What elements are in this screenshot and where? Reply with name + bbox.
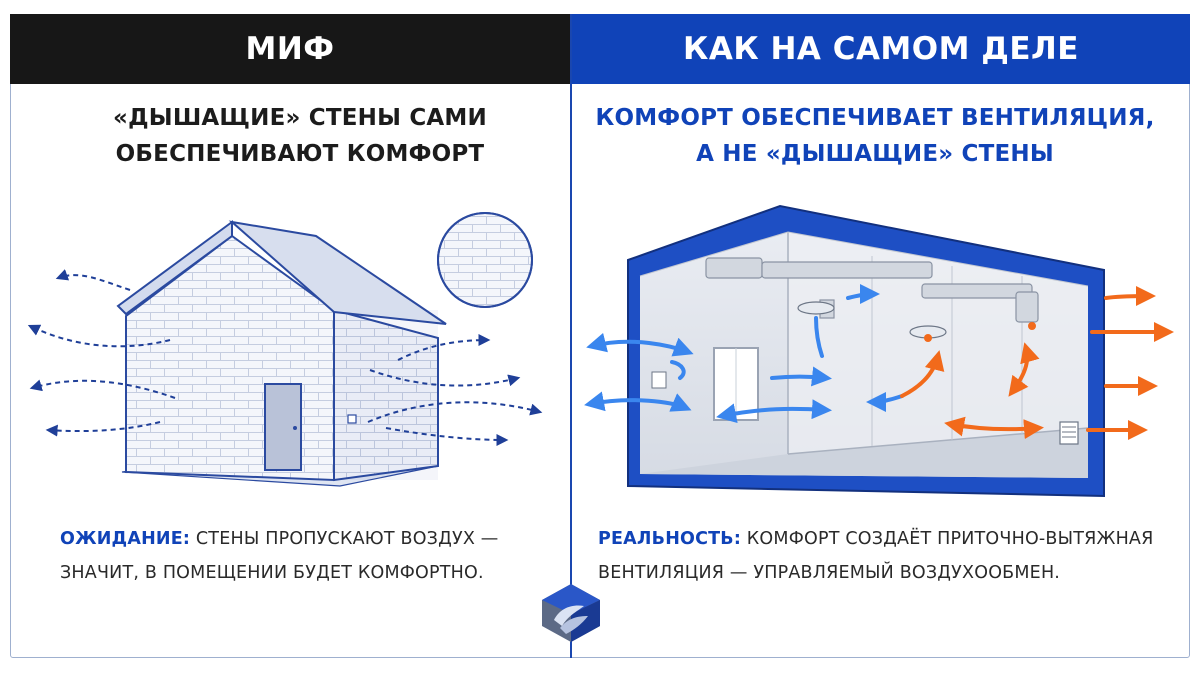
- myth-claim-line: ОБЕСПЕЧИВАЮТ КОМФОРТ: [115, 141, 485, 167]
- myth-header-text: МИФ: [245, 31, 335, 67]
- reality-note: РЕАЛЬНОСТЬ: КОМФОРТ СОЗДАЁТ ПРИТОЧНО-ВЫТ…: [598, 522, 1158, 590]
- myth-note-text: СТЕНЫ ПРОПУСКАЮТ ВОЗДУХ — ЗНАЧИТ, В ПОМЕ…: [60, 529, 499, 583]
- reality-header-text: КАК НА САМОМ ДЕЛЕ: [683, 31, 1079, 67]
- reality-header: КАК НА САМОМ ДЕЛЕ: [572, 14, 1190, 84]
- myth-claim: «ДЫШАЩИЕ» СТЕНЫ САМИ ОБЕСПЕЧИВАЮТ КОМФОР…: [40, 100, 560, 172]
- myth-note-key: ОЖИДАНИЕ:: [60, 529, 191, 549]
- reality-note-text: КОМФОРТ СОЗДАЁТ ПРИТОЧНО-ВЫТЯЖНАЯ ВЕНТИЛ…: [598, 529, 1154, 583]
- myth-claim-line: «ДЫШАЩИЕ» СТЕНЫ САМИ: [113, 105, 487, 131]
- reality-claim: КОМФОРТ ОБЕСПЕЧИВАЕТ ВЕНТИЛЯЦИЯ, А НЕ «Д…: [590, 100, 1160, 172]
- column-divider: [570, 14, 572, 658]
- reality-note-key: РЕАЛЬНОСТЬ:: [598, 529, 742, 549]
- brick-texture-icon: [437, 212, 533, 308]
- brand-logo: [542, 584, 600, 642]
- reality-claim-line: КОМФОРТ ОБЕСПЕЧИВАЕТ ВЕНТИЛЯЦИЯ,: [595, 105, 1155, 131]
- house-illustration: [27, 212, 543, 487]
- ventilated-room-illustration: [584, 204, 1174, 498]
- myth-expectation-note: ОЖИДАНИЕ: СТЕНЫ ПРОПУСКАЮТ ВОЗДУХ — ЗНАЧ…: [60, 522, 540, 590]
- myth-header: МИФ: [10, 14, 570, 84]
- reality-claim-line: А НЕ «ДЫШАЩИЕ» СТЕНЫ: [696, 141, 1054, 167]
